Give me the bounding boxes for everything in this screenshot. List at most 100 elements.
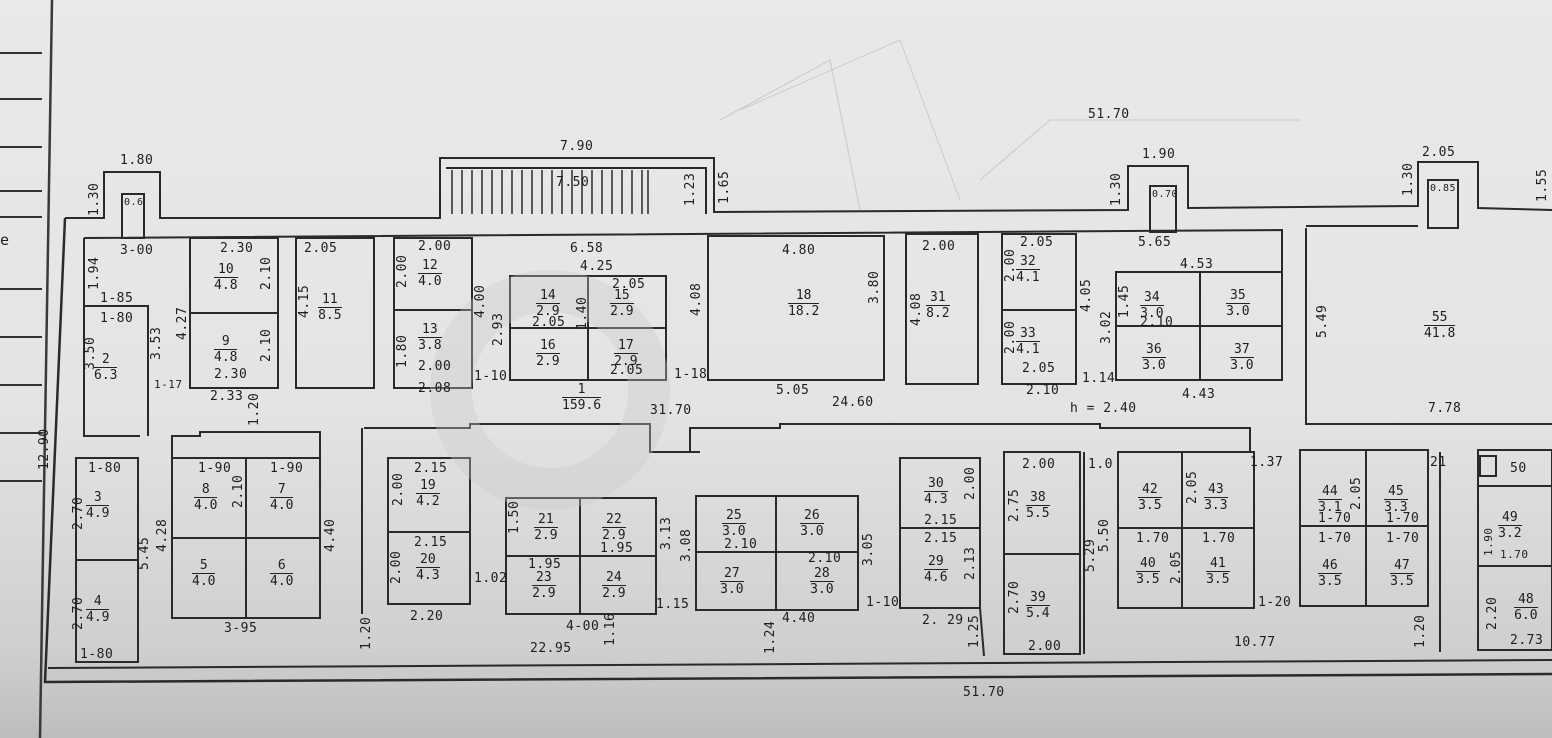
dim-label: 2.05 — [1185, 470, 1200, 504]
dim-label: 1-90 — [198, 461, 232, 476]
dim-label: 4.08 — [689, 282, 704, 316]
dim-label: 3.05 — [861, 532, 876, 566]
dim-label: 1.14 — [1082, 371, 1116, 386]
dim-label: 2.30 — [214, 367, 248, 382]
dim-label: 2.00 — [922, 239, 956, 254]
bay-width: 1.80 — [120, 153, 154, 168]
overall-length-top: 51.70 — [1088, 107, 1130, 122]
dim-label: 1.20 — [359, 616, 374, 650]
dim-label: 1.70 — [1202, 531, 1236, 546]
dim-label: 2.70 — [71, 596, 86, 630]
dim-label: 1-80 — [80, 647, 114, 662]
dim-label: 6.58 — [570, 241, 604, 256]
binder-line — [0, 98, 42, 100]
binder-line — [0, 146, 42, 148]
dim-label: 2. 29 — [922, 613, 964, 628]
dim-label: 1.95 — [600, 541, 634, 556]
dim-label: 2.93 — [491, 312, 506, 346]
dim-label: 5.50 — [1097, 518, 1112, 552]
bay-width: 1.90 — [1142, 147, 1176, 162]
dim-label: 1-10 — [474, 369, 508, 384]
dim-label: 2.10 — [231, 474, 246, 508]
dim-label: 2.15 — [924, 513, 958, 528]
dim-label: 5.05 — [776, 383, 810, 398]
dim-label: 3-00 — [120, 243, 154, 258]
dim-label: 1-20 — [1258, 595, 1292, 610]
dim-label: 1.45 — [1117, 284, 1132, 318]
dim-label: 2.10 — [1026, 383, 1060, 398]
dim-label: 1.20 — [247, 392, 262, 426]
dim-label: 7.78 — [1428, 401, 1462, 416]
dim-label: 1-70 — [1386, 511, 1420, 526]
dim-label: 1-10 — [866, 595, 900, 610]
dim-label: 2.20 — [1485, 596, 1500, 630]
dim-label: 2.10 — [259, 256, 274, 290]
bay-depth: 1.30 — [87, 182, 102, 216]
dim-label: 4.53 — [1180, 257, 1214, 272]
dim-label: 4.43 — [1182, 387, 1216, 402]
stair-outer: 7.90 — [560, 139, 594, 154]
dim-label: 2.00 — [1003, 248, 1018, 282]
stair-inner: 7.50 — [556, 175, 590, 190]
dim-label: 4.15 — [297, 284, 312, 318]
dim-label: 2.00 — [1028, 639, 1062, 654]
binder-line — [0, 480, 42, 482]
stair-side: 1.23 — [683, 172, 698, 206]
dim-label: 2.00 — [418, 359, 452, 374]
shaft-size: 0.70 — [1152, 189, 1179, 200]
dim-label: 2.00 — [963, 466, 978, 500]
dim-label: 1-80 — [100, 311, 134, 326]
dim-label: 3.13 — [659, 516, 674, 550]
dim-label: 2.05 — [1022, 361, 1056, 376]
dim-label: 2.13 — [963, 546, 978, 580]
dim-label: 2.05 — [1169, 550, 1184, 584]
dim-label: 1.20 — [1413, 614, 1428, 648]
dim-label: 2.00 — [1022, 457, 1056, 472]
dim-label: 1-90 — [270, 461, 304, 476]
dim-label: 5.29 — [1083, 538, 1098, 572]
binder-line — [0, 190, 42, 192]
shaft-size: 0.85 — [1430, 183, 1457, 194]
side-note-letter: e — [0, 231, 10, 249]
dim-label: 1.80 — [395, 334, 410, 368]
dim-label: 2.75 — [1007, 488, 1022, 522]
dim-label: 4.28 — [155, 518, 170, 552]
dim-label: 4-00 — [566, 619, 600, 634]
dim-label: 2.70 — [71, 496, 86, 530]
dim-label: 4.40 — [782, 611, 816, 626]
dim-label: 4.25 — [580, 259, 614, 274]
dim-label: 2.00 — [389, 550, 404, 584]
stair-right: 1.65 — [717, 170, 732, 204]
corridor-dim: 24.60 — [832, 395, 874, 410]
dim-label: 2.10 — [808, 551, 842, 566]
dim-label: 4.27 — [175, 306, 190, 340]
bay-depth: 1.30 — [1401, 162, 1416, 196]
dim-label: 1-70 — [1318, 531, 1352, 546]
dim-label: 2.05 — [610, 363, 644, 378]
dim-label: 2.10 — [724, 537, 758, 552]
dim-label: 1-80 — [88, 461, 122, 476]
dim-label: 2.00 — [395, 254, 410, 288]
dim-label: 1.94 — [87, 256, 102, 290]
